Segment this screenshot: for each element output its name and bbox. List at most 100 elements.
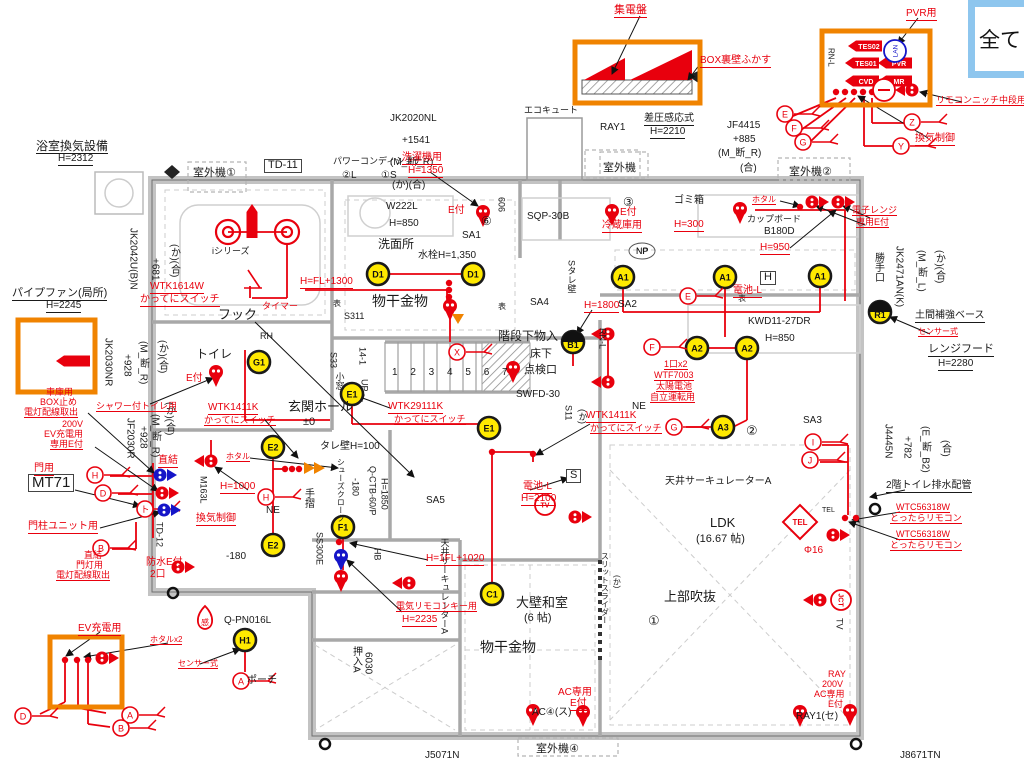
svg-text:D1: D1 bbox=[372, 270, 384, 280]
svg-text:R1: R1 bbox=[874, 310, 886, 320]
light-symbol-E1: E1 bbox=[476, 415, 502, 441]
outlet-pin bbox=[568, 510, 592, 524]
wire-dot bbox=[859, 88, 867, 96]
light-symbol-C1: C1 bbox=[479, 581, 505, 607]
svg-text:F: F bbox=[649, 343, 655, 353]
wire-dot bbox=[832, 88, 840, 96]
switch-H: H bbox=[86, 466, 131, 484]
highlight-box bbox=[47, 634, 125, 710]
leader-arrow bbox=[842, 205, 871, 219]
light-symbol-A1: A1 bbox=[807, 263, 833, 289]
device-tag-PVR: PVR bbox=[878, 57, 912, 69]
leader-arrow bbox=[869, 489, 906, 500]
svg-text:JCT: JCT bbox=[837, 593, 844, 607]
outlet-pin bbox=[155, 486, 179, 500]
leader-arrow bbox=[199, 647, 241, 665]
wire-dot bbox=[288, 465, 296, 473]
switch-F: F bbox=[643, 338, 688, 356]
outlet-pin bbox=[805, 195, 829, 209]
svg-text:A1: A1 bbox=[617, 273, 629, 283]
wire-dot bbox=[335, 538, 343, 546]
outlet-pin bbox=[194, 454, 218, 468]
svg-text:A: A bbox=[127, 711, 133, 721]
orange-triangle-marker bbox=[304, 462, 315, 474]
switch-A: A bbox=[121, 706, 166, 724]
svg-text:CVD: CVD bbox=[859, 79, 874, 86]
svg-text:E2: E2 bbox=[267, 443, 278, 453]
wire-dot bbox=[850, 88, 858, 96]
leader-arrow bbox=[576, 309, 593, 335]
svg-text:MR: MR bbox=[894, 79, 905, 86]
wire-dot bbox=[61, 656, 69, 664]
wiring-line bbox=[792, 97, 837, 117]
wire-dot bbox=[529, 450, 537, 458]
outlet-pin bbox=[209, 365, 223, 387]
switch-D: D bbox=[14, 707, 59, 725]
svg-text:E: E bbox=[782, 110, 788, 120]
switch-Y: Y bbox=[892, 137, 937, 155]
svg-text:PVR: PVR bbox=[892, 61, 906, 68]
leader-arrow bbox=[249, 457, 339, 472]
svg-text:TV: TV bbox=[541, 503, 550, 510]
highlight-box bbox=[15, 317, 98, 395]
leader-arrow bbox=[889, 316, 931, 335]
light-symbol-A2: A2 bbox=[684, 335, 710, 361]
switch-D: D bbox=[94, 484, 139, 502]
outlet-pin bbox=[171, 560, 195, 574]
svg-text:F: F bbox=[791, 124, 797, 134]
leader-arrow bbox=[149, 376, 214, 405]
device-tag-blank bbox=[246, 204, 258, 238]
outlet-pin bbox=[733, 202, 747, 224]
switch-J: J bbox=[801, 451, 846, 469]
svg-text:E1: E1 bbox=[346, 390, 357, 400]
outlet-pin bbox=[803, 593, 827, 607]
wire-dot bbox=[445, 293, 453, 301]
tel-symbol: TEL bbox=[781, 503, 819, 541]
svg-text:H: H bbox=[92, 471, 99, 481]
outlet-pin bbox=[443, 299, 457, 321]
svg-text:A2: A2 bbox=[691, 344, 703, 354]
svg-text:B1: B1 bbox=[567, 340, 579, 350]
wire-dot bbox=[445, 286, 453, 294]
light-symbol-G1: G1 bbox=[246, 349, 272, 375]
wire-dot bbox=[445, 279, 453, 287]
light-symbol-D1: D1 bbox=[460, 261, 486, 287]
leader-arrow bbox=[611, 15, 641, 75]
svg-text:ト: ト bbox=[140, 505, 149, 515]
lan-symbol: LAN bbox=[883, 39, 907, 63]
svg-text:Z: Z bbox=[909, 118, 915, 128]
outdoor-units bbox=[187, 149, 851, 757]
svg-text:J: J bbox=[808, 456, 813, 466]
wire-dot bbox=[841, 88, 849, 96]
svg-text:H1: H1 bbox=[239, 636, 251, 646]
svg-text:H: H bbox=[263, 493, 270, 503]
outlet-pin bbox=[843, 704, 857, 726]
wire-dot bbox=[73, 656, 81, 664]
staircase bbox=[384, 342, 531, 392]
leader-arrow bbox=[346, 559, 403, 613]
svg-text:TES02: TES02 bbox=[858, 44, 880, 51]
leader-arrow bbox=[94, 446, 159, 492]
svg-text:NP: NP bbox=[636, 246, 648, 256]
ceiling-grid bbox=[164, 189, 856, 731]
wire-dot bbox=[295, 465, 303, 473]
switch-Z: Z bbox=[903, 113, 948, 131]
np-symbol: NP bbox=[628, 242, 656, 260]
light-symbol-H1: H1 bbox=[232, 627, 258, 653]
corner-note-box: 全て bbox=[968, 0, 1024, 78]
svg-text:A1: A1 bbox=[814, 272, 826, 282]
device-tag-CVD: CVD bbox=[845, 75, 879, 87]
switch-H: H bbox=[257, 488, 302, 506]
orange-triangle-marker bbox=[452, 314, 464, 324]
tv-symbol: TV bbox=[534, 494, 556, 516]
outlet-pin bbox=[157, 503, 181, 517]
leader-arrow bbox=[529, 476, 569, 491]
switch-G: G bbox=[665, 418, 710, 436]
outlet-pin bbox=[506, 361, 520, 383]
svg-text:A1: A1 bbox=[719, 273, 731, 283]
wire-dot bbox=[281, 465, 289, 473]
leader-arrow bbox=[429, 171, 479, 207]
leader-arrow bbox=[851, 511, 901, 523]
svg-text:I: I bbox=[812, 438, 815, 448]
